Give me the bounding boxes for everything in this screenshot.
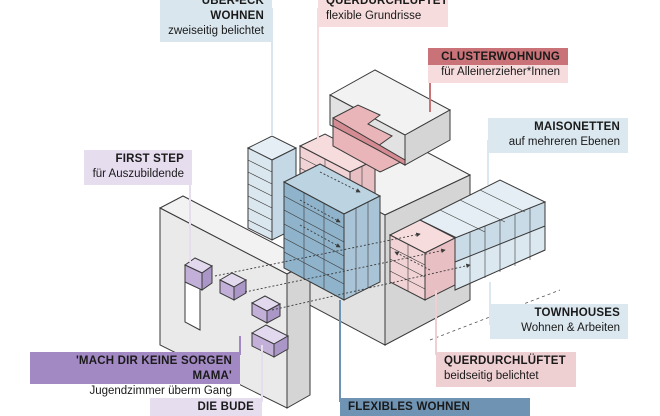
label-querdurch-bottom-title: QUERDURCHLÜFTET xyxy=(444,355,566,367)
label-maisonetten-title: MAISONETTEN xyxy=(534,121,620,133)
label-townhouses-subtitle: Wohnen & Arbeiten xyxy=(521,322,620,334)
label-flexibles: FLEXIBLES WOHNEN xyxy=(340,398,530,416)
cluster-tower xyxy=(328,69,452,173)
label-ueber-eck: ÜBER-ECK WOHNEN zweiseitig belichtet xyxy=(160,0,272,42)
label-querdurch-top-title: QUERDURCHLÜFTET xyxy=(326,0,448,7)
townhouse-row xyxy=(418,179,547,291)
label-maisonetten: MAISONETTEN auf mehreren Ebenen xyxy=(488,118,628,153)
label-bude-title: DIE BUDE xyxy=(197,401,254,413)
label-ueber-eck-title: ÜBER-ECK WOHNEN xyxy=(201,0,264,22)
label-maisonetten-subtitle: auf mehreren Ebenen xyxy=(508,136,620,148)
label-flexibles-title: FLEXIBLES WOHNEN xyxy=(348,401,471,413)
label-cluster-subtitle: für Alleinerzieher*Innen xyxy=(428,65,568,83)
label-querdurch-top: QUERDURCHLÜFTET flexible Grundrisse xyxy=(318,0,448,27)
label-querdurch-top-subtitle: flexible Grundrisse xyxy=(326,10,422,22)
label-townhouses: TOWNHOUSES Wohnen & Arbeiten xyxy=(490,304,628,339)
label-first-step-subtitle: für Auszubildende xyxy=(92,168,184,180)
label-first-step: FIRST STEP für Auszubildende xyxy=(84,150,192,185)
label-querdurch-bottom: QUERDURCHLÜFTET beidseitig belichtet xyxy=(436,352,576,387)
label-cluster: CLUSTERWOHNUNG für Alleinerzieher*Innen xyxy=(428,48,568,83)
label-first-step-title: FIRST STEP xyxy=(115,153,184,165)
label-mama-subtitle: Jugendzimmer überm Gang xyxy=(30,384,240,402)
label-bude: DIE BUDE xyxy=(150,398,262,416)
label-mama: 'MACH DIR KEINE SORGEN MAMA' Jugendzimme… xyxy=(30,352,240,402)
label-mama-title: 'MACH DIR KEINE SORGEN MAMA' xyxy=(75,355,232,382)
label-townhouses-title: TOWNHOUSES xyxy=(534,307,620,319)
label-ueber-eck-subtitle: zweiseitig belichtet xyxy=(168,25,264,37)
right-pink-block xyxy=(388,219,457,301)
blue-tall-block xyxy=(282,163,382,301)
label-cluster-title: CLUSTERWOHNUNG xyxy=(441,51,560,63)
circulation-arrows xyxy=(214,171,471,311)
label-querdurch-bottom-subtitle: beidseitig belichtet xyxy=(444,370,539,382)
purple-rooms xyxy=(184,257,290,358)
